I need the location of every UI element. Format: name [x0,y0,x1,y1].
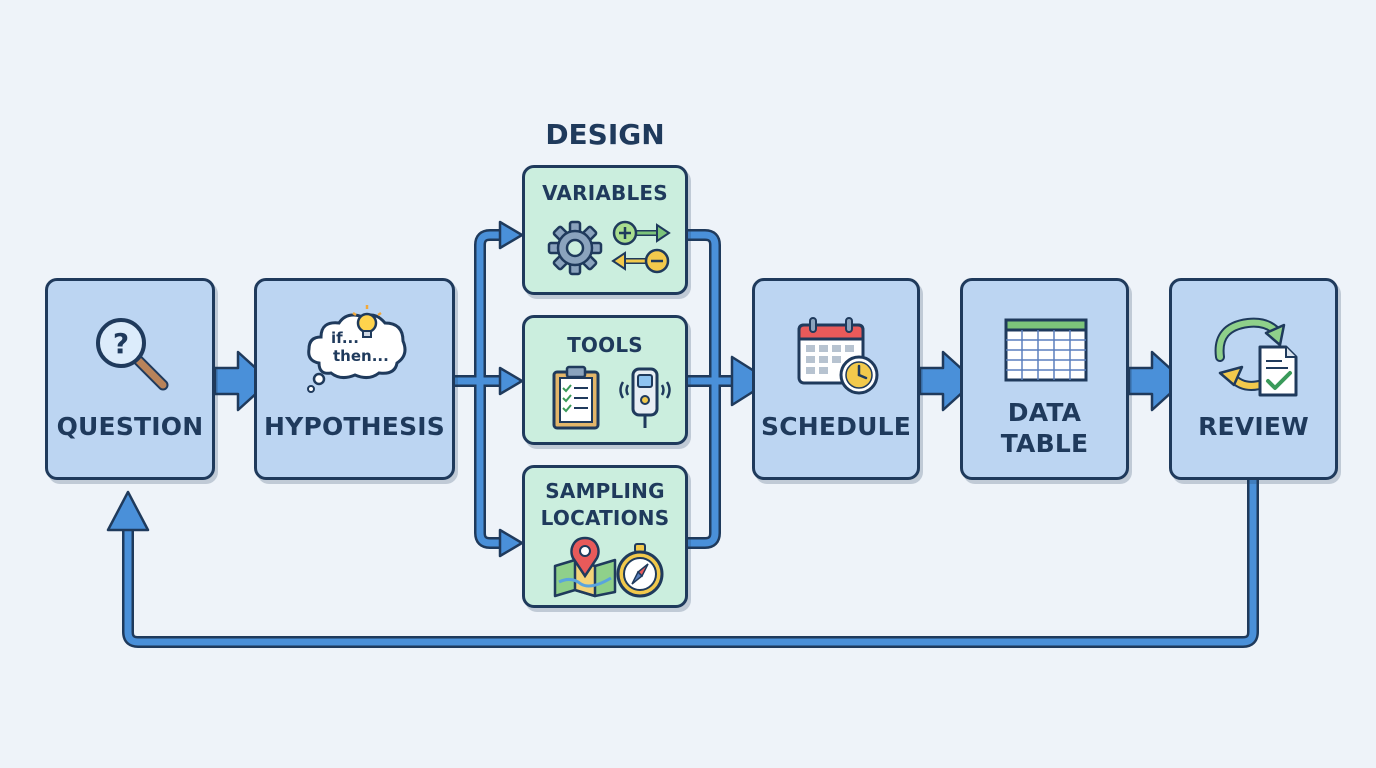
sensor-device-icon [619,367,671,428]
gear-icon [547,220,603,276]
clipboard-checklist-icon [552,365,600,430]
question-node[interactable]: ? QUESTION [45,278,215,480]
compass-icon [616,543,664,598]
hypothesis-label: HYPOTHESIS [264,412,445,441]
review-cycle-document-icon [1214,317,1298,397]
feedback-loop-connector-fill [124,478,1257,646]
fan-out-connector [449,220,524,558]
feedback-loop-connector [122,478,1259,648]
magnifier-question-icon: ? [96,318,169,391]
review-node[interactable]: REVIEW [1169,278,1338,480]
variables-label: VARIABLES [542,181,668,205]
bubble-then-text: then... [333,347,389,365]
schedule-label: SCHEDULE [760,412,911,441]
sampling-label-line1: SAMPLING [545,479,665,503]
fan-in-connector [682,229,772,549]
map-pin-icon [553,536,617,598]
question-label: QUESTION [56,412,204,441]
hypothesis-node[interactable]: if... then... HYPOTHESIS [254,278,455,480]
sampling-label-line2: LOCATIONS [540,506,670,530]
bubble-if-text: if... [331,329,359,347]
data-table-node[interactable]: DATA TABLE [960,278,1129,480]
arrow-datatable-review [1127,350,1186,412]
review-label: REVIEW [1198,412,1309,441]
design-group-title: DESIGN [545,118,665,151]
svg-text:?: ? [113,327,129,360]
lightbulb-icon [352,305,382,338]
tools-node[interactable]: TOOLS [522,315,688,445]
schedule-node[interactable]: SCHEDULE [752,278,920,480]
data-table-label-line1: DATA [1007,398,1082,427]
data-table-label-line2: TABLE [1000,429,1089,458]
spreadsheet-icon [1004,318,1088,382]
calendar-clock-icon [797,317,879,395]
sampling-locations-node[interactable]: SAMPLING LOCATIONS [522,465,688,608]
arrow-schedule-datatable [918,350,977,412]
plus-minus-arrows-icon [611,220,671,274]
feedback-arrowhead [106,490,150,532]
thought-bubble-icon [307,305,407,393]
tools-label: TOOLS [567,333,643,357]
variables-node[interactable]: VARIABLES [522,165,688,295]
